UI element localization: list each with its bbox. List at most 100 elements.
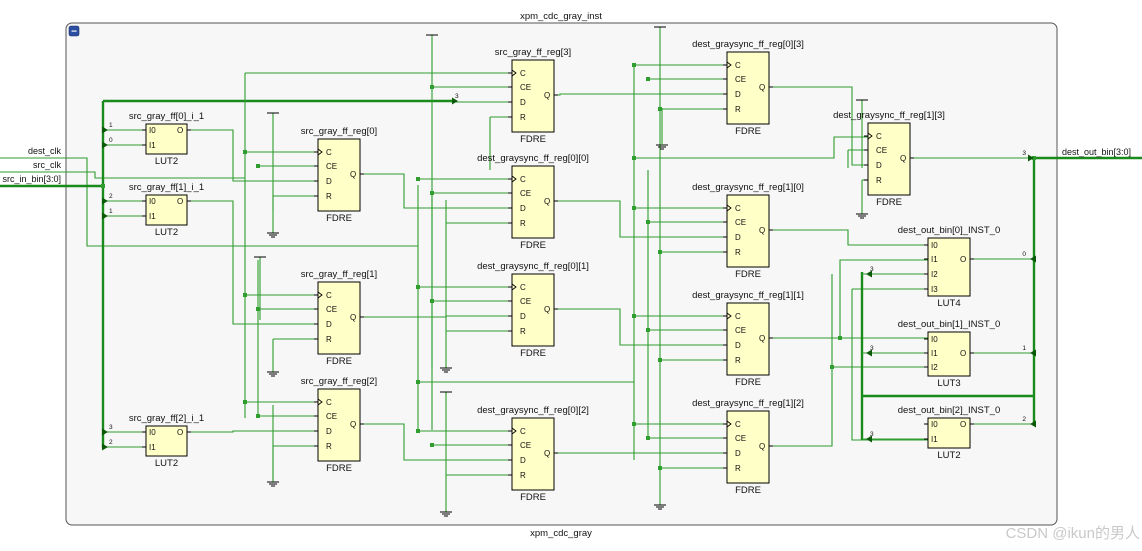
net-junction bbox=[101, 184, 105, 188]
out-pin-label: O bbox=[177, 126, 183, 135]
pin-label: CE bbox=[520, 441, 531, 450]
pin-label: C bbox=[735, 312, 741, 321]
cell-type-label: LUT2 bbox=[155, 156, 178, 167]
pin-label: D bbox=[520, 204, 526, 213]
net-wire[interactable] bbox=[187, 430, 318, 433]
cell-body[interactable] bbox=[726, 51, 770, 125]
pin-label: R bbox=[326, 442, 332, 451]
cell-body[interactable] bbox=[927, 331, 971, 377]
net-wire[interactable] bbox=[769, 229, 928, 246]
cell-body[interactable] bbox=[726, 410, 770, 484]
pin-label: R bbox=[326, 192, 332, 201]
cell-body[interactable] bbox=[726, 302, 770, 376]
cell-instance-name: dest_graysync_ff_reg[1][2] bbox=[692, 398, 804, 409]
cell-body[interactable] bbox=[317, 281, 361, 355]
pin-label: C bbox=[520, 69, 526, 78]
pin-label: CE bbox=[326, 162, 337, 171]
input-port-label[interactable]: dest_clk bbox=[28, 146, 62, 156]
out-pin-label: Q bbox=[544, 91, 550, 100]
pin-label: R bbox=[735, 105, 741, 114]
cell-instance-name: dest_out_bin[0]_INST_0 bbox=[898, 225, 1000, 236]
pin-label: D bbox=[735, 90, 741, 99]
pin-label: I0 bbox=[931, 241, 938, 250]
cell-type-label: FDRE bbox=[735, 269, 761, 280]
cell-type-label: FDRE bbox=[735, 485, 761, 496]
pin-label: CE bbox=[735, 434, 746, 443]
out-pin-label: Q bbox=[350, 420, 356, 429]
net-wire[interactable] bbox=[554, 200, 727, 238]
net-junction bbox=[430, 443, 434, 447]
net-wire[interactable] bbox=[851, 289, 928, 441]
bus-ripper-arrow bbox=[866, 349, 872, 357]
cell-body[interactable] bbox=[726, 194, 770, 268]
dest-clk-net[interactable] bbox=[0, 157, 418, 247]
net-wire[interactable] bbox=[769, 274, 833, 447]
cell-body[interactable] bbox=[317, 138, 361, 212]
collapse-button[interactable]: − bbox=[68, 25, 80, 38]
net-wire[interactable] bbox=[360, 423, 512, 461]
net-wire[interactable] bbox=[634, 136, 868, 159]
pin-label: C bbox=[735, 420, 741, 429]
input-port-label[interactable]: src_clk bbox=[33, 160, 62, 170]
src-clk-net[interactable] bbox=[0, 171, 245, 179]
cell-instance-name: dest_graysync_ff_reg[0][3] bbox=[692, 39, 804, 50]
pin-label: C bbox=[520, 175, 526, 184]
input-port-label[interactable]: src_in_bin[3:0] bbox=[2, 174, 61, 184]
net-junction bbox=[416, 285, 420, 289]
net-junction bbox=[646, 77, 650, 81]
cell-body[interactable] bbox=[927, 237, 971, 297]
pin-label: I1 bbox=[149, 141, 156, 150]
pin-label: I0 bbox=[931, 420, 938, 429]
net-wire[interactable] bbox=[360, 173, 512, 209]
cell-type-label: FDRE bbox=[520, 348, 546, 359]
cell-body[interactable] bbox=[145, 194, 188, 226]
cell-body[interactable] bbox=[145, 123, 188, 155]
out-pin-label: Q bbox=[544, 305, 550, 314]
cell-body[interactable] bbox=[511, 417, 555, 491]
net-wire[interactable] bbox=[187, 200, 318, 325]
pin-label: C bbox=[876, 132, 882, 141]
net-wire[interactable] bbox=[769, 86, 868, 166]
net-wire[interactable] bbox=[187, 129, 318, 182]
bus-index-label: 0 bbox=[109, 137, 113, 144]
net-wire[interactable] bbox=[769, 259, 928, 339]
cell-body[interactable] bbox=[511, 273, 555, 347]
pin-label: CE bbox=[876, 146, 887, 155]
pin-label: R bbox=[876, 176, 882, 185]
out-pin-label: O bbox=[960, 349, 966, 358]
clock-pin-icon bbox=[867, 132, 873, 140]
cell-body[interactable] bbox=[867, 122, 911, 196]
cell-body[interactable] bbox=[145, 425, 188, 457]
cell-body[interactable] bbox=[511, 165, 555, 239]
pin-label: R bbox=[520, 327, 526, 336]
cell-body[interactable] bbox=[927, 417, 971, 449]
net-junction bbox=[646, 328, 650, 332]
pin-label: D bbox=[326, 177, 332, 186]
cell-instance-name: dest_graysync_ff_reg[1][3] bbox=[833, 110, 945, 121]
bus-index-label: 3 bbox=[109, 424, 113, 431]
net-wire[interactable] bbox=[554, 308, 727, 346]
cell-body[interactable] bbox=[511, 59, 555, 133]
pin-label: D bbox=[326, 427, 332, 436]
bus-ripper-arrow bbox=[1030, 255, 1036, 263]
cell-body[interactable] bbox=[317, 388, 361, 462]
output-port-label[interactable]: dest_out_bin[3:0] bbox=[1062, 147, 1131, 157]
